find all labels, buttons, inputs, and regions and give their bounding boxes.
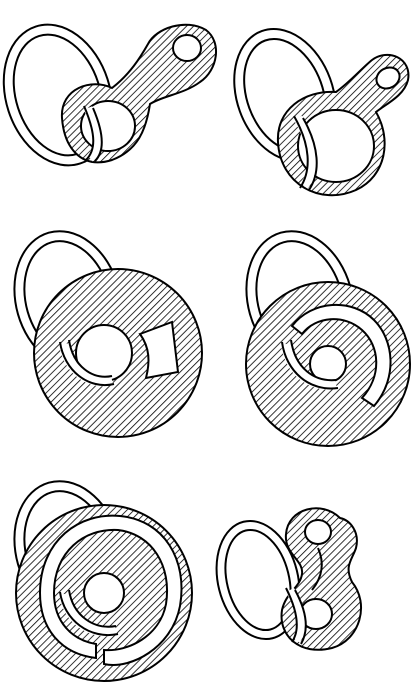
panel-3	[0, 218, 202, 437]
panel-5	[0, 468, 192, 681]
hatched-piece-6	[282, 508, 362, 649]
panel-4	[231, 218, 410, 446]
hatched-piece-1	[62, 25, 216, 163]
panel-2	[217, 15, 409, 196]
hatched-piece-3	[34, 269, 202, 437]
panel-1	[0, 10, 216, 179]
hatched-piece-5	[16, 505, 192, 681]
hatched-piece-4	[246, 282, 410, 446]
panel-6	[205, 508, 361, 649]
